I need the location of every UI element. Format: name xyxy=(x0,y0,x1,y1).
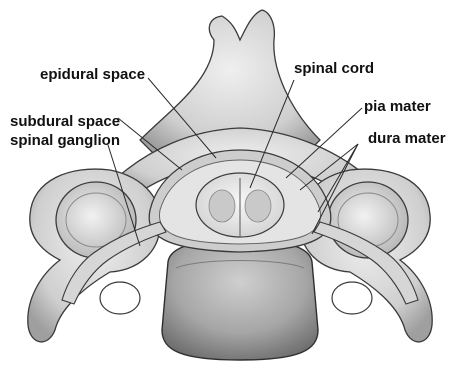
label-dura-mater: dura mater xyxy=(368,130,446,147)
label-subdural-space: subdural space xyxy=(10,113,120,130)
label-epidural-space: epidural space xyxy=(40,66,145,83)
left-transverse-foramen xyxy=(100,282,140,314)
right-gray-matter xyxy=(245,190,271,222)
vertebral-body xyxy=(162,240,318,360)
label-spinal-ganglion: spinal ganglion xyxy=(10,132,120,149)
label-pia-mater: pia mater xyxy=(364,98,431,115)
label-spinal-cord: spinal cord xyxy=(294,60,374,77)
left-gray-matter xyxy=(209,190,235,222)
right-transverse-foramen xyxy=(332,282,372,314)
